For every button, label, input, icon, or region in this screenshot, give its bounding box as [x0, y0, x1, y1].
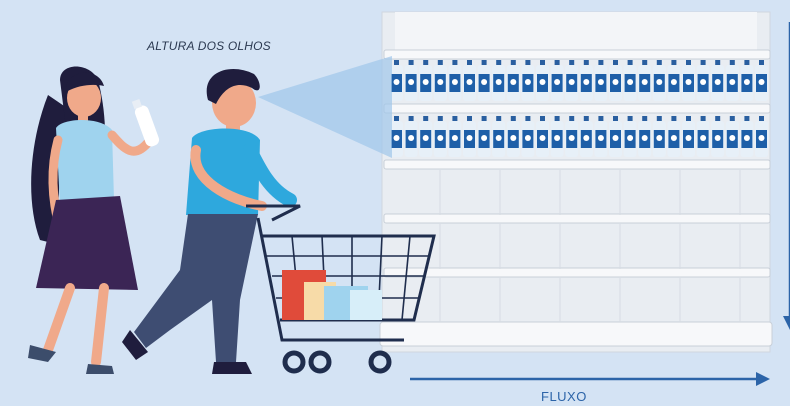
flow-arrow [410, 372, 770, 386]
bottle [594, 60, 607, 101]
bottle [726, 60, 739, 101]
bottle [507, 116, 520, 157]
eye-level-label: ALTURA DOS OLHOS [147, 39, 271, 53]
bottle [682, 60, 695, 101]
bottle [711, 60, 724, 101]
bottle [697, 60, 710, 101]
bottle [565, 116, 578, 157]
bottle [624, 116, 637, 157]
bottle [448, 60, 461, 101]
bottle [536, 60, 549, 101]
flow-label: FLUXO [541, 389, 587, 404]
bottle [419, 60, 432, 101]
bottle [434, 60, 447, 101]
bottle [492, 116, 505, 157]
bottle [580, 116, 593, 157]
bottle [551, 116, 564, 157]
bottle [492, 60, 505, 101]
bottle [682, 116, 695, 157]
bottle [740, 60, 753, 101]
bottle [653, 60, 666, 101]
eye-level-beam [258, 56, 392, 158]
bottle [507, 60, 520, 101]
bottle [434, 116, 447, 157]
bottle [580, 60, 593, 101]
bottle [667, 60, 680, 101]
vertical-arrow [783, 22, 790, 330]
bottle [405, 116, 418, 157]
bottle [521, 60, 534, 101]
bottle [448, 116, 461, 157]
bottle [521, 116, 534, 157]
bottle [419, 116, 432, 157]
bottle [653, 116, 666, 157]
bottle [624, 60, 637, 101]
bottle [463, 116, 476, 157]
bottle [565, 60, 578, 101]
bottle [609, 60, 622, 101]
bottle [609, 116, 622, 157]
bottle [478, 60, 491, 101]
bottle [594, 116, 607, 157]
bottle [740, 116, 753, 157]
bottle [536, 116, 549, 157]
bottle [638, 60, 651, 101]
bottle [405, 60, 418, 101]
bottle [755, 60, 768, 101]
bottle [551, 60, 564, 101]
bottle [638, 116, 651, 157]
bottle [726, 116, 739, 157]
bottle [463, 60, 476, 101]
bottle [697, 116, 710, 157]
bottle [478, 116, 491, 157]
bottle [755, 116, 768, 157]
bottle [711, 116, 724, 157]
bottle [667, 116, 680, 157]
